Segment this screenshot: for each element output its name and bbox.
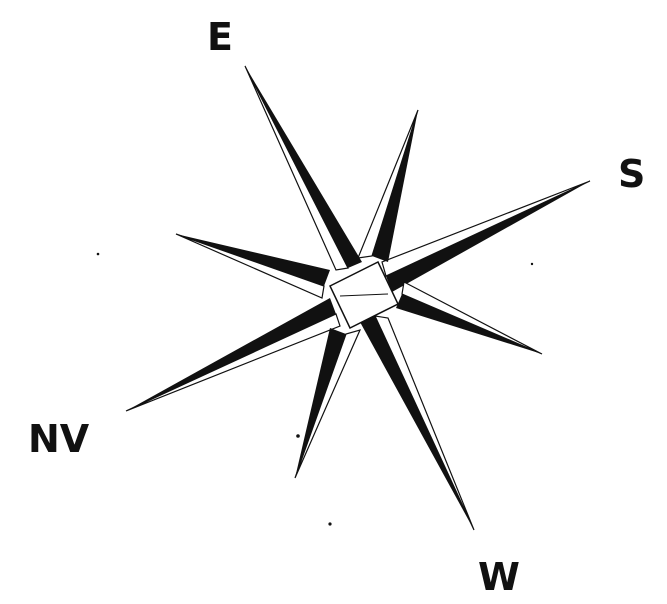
ray-south-dark [386,181,590,292]
label-northwest: NV [28,417,90,461]
ray-east-light [245,66,348,270]
ray-northwest-dark [126,298,336,411]
compass-rose [126,66,590,530]
ray-short-lower-right-light [402,282,542,354]
ray-east-dark [245,66,362,268]
ray-northwest-light [126,314,340,411]
label-west: W [478,555,520,599]
ray-west-dark [360,316,474,530]
label-south: S [618,152,645,196]
ray-west-light [375,316,474,530]
label-east: E [207,15,233,59]
ray-south-light [382,181,590,276]
